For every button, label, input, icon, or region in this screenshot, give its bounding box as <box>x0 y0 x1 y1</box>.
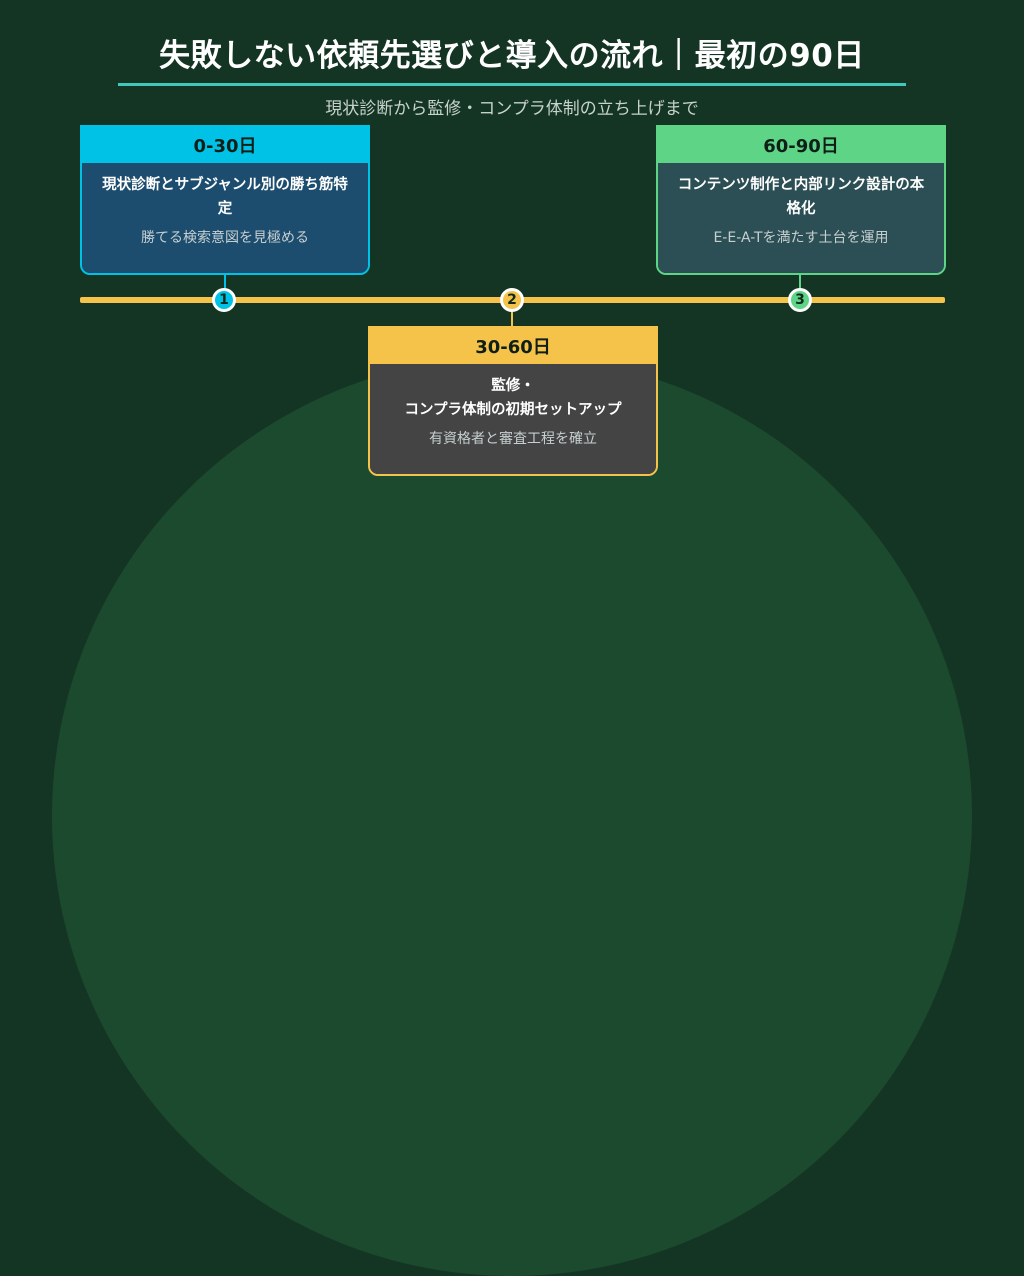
phase-1-connector <box>224 272 226 290</box>
phase-1-period: 0-30日 <box>193 136 257 157</box>
phase-1-number: 1 <box>219 292 229 308</box>
phase-3-card: 60-90日 コンテンツ制作と内部リンク設計の本格化 E-E-A-Tを満たす土台… <box>656 125 946 275</box>
background-arc <box>52 356 972 1276</box>
phase-1-marker: 1 <box>212 288 236 312</box>
phase-2-heading-line2: コンプラ体制の初期セットアップ <box>404 402 622 418</box>
phase-3-period: 60-90日 <box>763 136 839 157</box>
phase-3-period-header: 60-90日 <box>658 127 944 163</box>
title-underline <box>118 83 906 86</box>
page-title: 失敗しない依頼先選びと導入の流れ｜最初の90日 <box>159 38 865 74</box>
phase-2-period: 30-60日 <box>475 337 551 358</box>
phase-3-marker: 3 <box>788 288 812 312</box>
phase-1-description: 勝てる検索意図を見極める <box>141 230 309 246</box>
phase-1-card: 0-30日 現状診断とサブジャンル別の勝ち筋特定 勝てる検索意図を見極める <box>80 125 370 275</box>
phase-3-body: コンテンツ制作と内部リンク設計の本格化 E-E-A-Tを満たす土台を運用 <box>658 163 944 273</box>
phase-2-period-header: 30-60日 <box>370 328 656 364</box>
phase-2-connector <box>511 312 513 328</box>
page-subtitle: 現状診断から監修・コンプラ体制の立ち上げまで <box>325 99 699 119</box>
phase-3-number: 3 <box>795 292 805 308</box>
phase-1-body: 現状診断とサブジャンル別の勝ち筋特定 勝てる検索意図を見極める <box>82 163 368 273</box>
phase-3-connector <box>799 272 801 290</box>
phase-1-period-header: 0-30日 <box>82 127 368 163</box>
phase-2-number: 2 <box>507 292 517 308</box>
phase-1-heading: 現状診断とサブジャンル別の勝ち筋特定 <box>102 177 348 217</box>
phase-2-marker: 2 <box>500 288 524 312</box>
phase-2-heading-line1: 監修・ <box>491 378 535 394</box>
phase-2-card: 30-60日 監修・ コンプラ体制の初期セットアップ 有資格者と審査工程を確立 <box>368 326 658 476</box>
phase-2-body: 監修・ コンプラ体制の初期セットアップ 有資格者と審査工程を確立 <box>370 364 656 474</box>
phase-3-heading: コンテンツ制作と内部リンク設計の本格化 <box>677 177 925 217</box>
phase-3-description: E-E-A-Tを満たす土台を運用 <box>713 230 889 246</box>
phase-2-description: 有資格者と審査工程を確立 <box>429 431 597 447</box>
